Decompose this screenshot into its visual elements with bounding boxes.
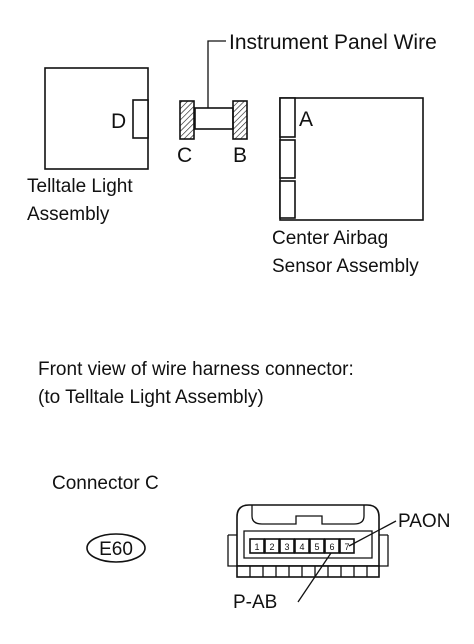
pin-cell-3 — [279, 538, 295, 554]
paon-callout: PAON — [398, 511, 450, 532]
pin-cell-7 — [339, 538, 355, 554]
pin-label-4: 4 — [299, 542, 304, 552]
pin-cell-5 — [309, 538, 325, 554]
connector-c — [179, 100, 195, 140]
airbag-connector-2 — [279, 139, 296, 179]
connector-b-label: B — [233, 144, 247, 167]
connector-d — [132, 99, 149, 139]
connector-title: Connector C — [52, 473, 159, 494]
airbag-label-line1: Center Airbag — [272, 228, 388, 249]
front-view-title-line2: (to Telltale Light Assembly) — [38, 387, 264, 408]
pab-leader-line — [297, 552, 332, 603]
connector-c-label: C — [177, 144, 192, 167]
connector-d-label: D — [111, 110, 126, 133]
connector-left-lock — [227, 534, 237, 567]
telltale-light-assembly-box — [44, 67, 149, 170]
connector-a — [279, 97, 296, 138]
airbag-label-line2: Sensor Assembly — [272, 256, 419, 277]
pin-cell-2 — [264, 538, 280, 554]
center-airbag-sensor-assembly-box — [279, 97, 424, 221]
connector-housing — [236, 504, 380, 567]
connector-code-oval — [86, 533, 146, 563]
telltale-label-line2: Assembly — [27, 204, 110, 225]
connector-latch — [251, 505, 365, 525]
pin-cell-1 — [249, 538, 265, 554]
connector-code: E60 — [99, 539, 133, 560]
connector-bottom-rib — [236, 565, 380, 578]
front-view-title-line1: Front view of wire harness connector: — [38, 359, 354, 380]
airbag-connector-3 — [279, 180, 296, 219]
connector-a-label: A — [299, 108, 313, 131]
connector-right-lock — [379, 534, 389, 567]
pin-label-6: 6 — [329, 542, 334, 552]
connector-inner-frame — [243, 530, 373, 559]
instrument-panel-wire-label: Instrument Panel Wire — [229, 31, 437, 54]
pin-label-5: 5 — [314, 542, 319, 552]
pin-label-1: 1 — [254, 542, 259, 552]
pin-cell-6 — [324, 538, 340, 554]
pin-label-3: 3 — [284, 542, 289, 552]
paon-leader-line — [348, 520, 397, 547]
connector-pin-row: 1 2 3 4 5 6 7 — [249, 538, 355, 554]
wire-harness — [194, 107, 234, 130]
connector-b — [232, 100, 248, 140]
pab-callout: P-AB — [233, 592, 277, 613]
wire-leader-line — [207, 40, 226, 115]
pin-cell-4 — [294, 538, 310, 554]
telltale-label-line1: Telltale Light — [27, 176, 133, 197]
pin-label-7: 7 — [344, 542, 349, 552]
pin-label-2: 2 — [269, 542, 274, 552]
connector-rib-lines — [249, 566, 368, 577]
